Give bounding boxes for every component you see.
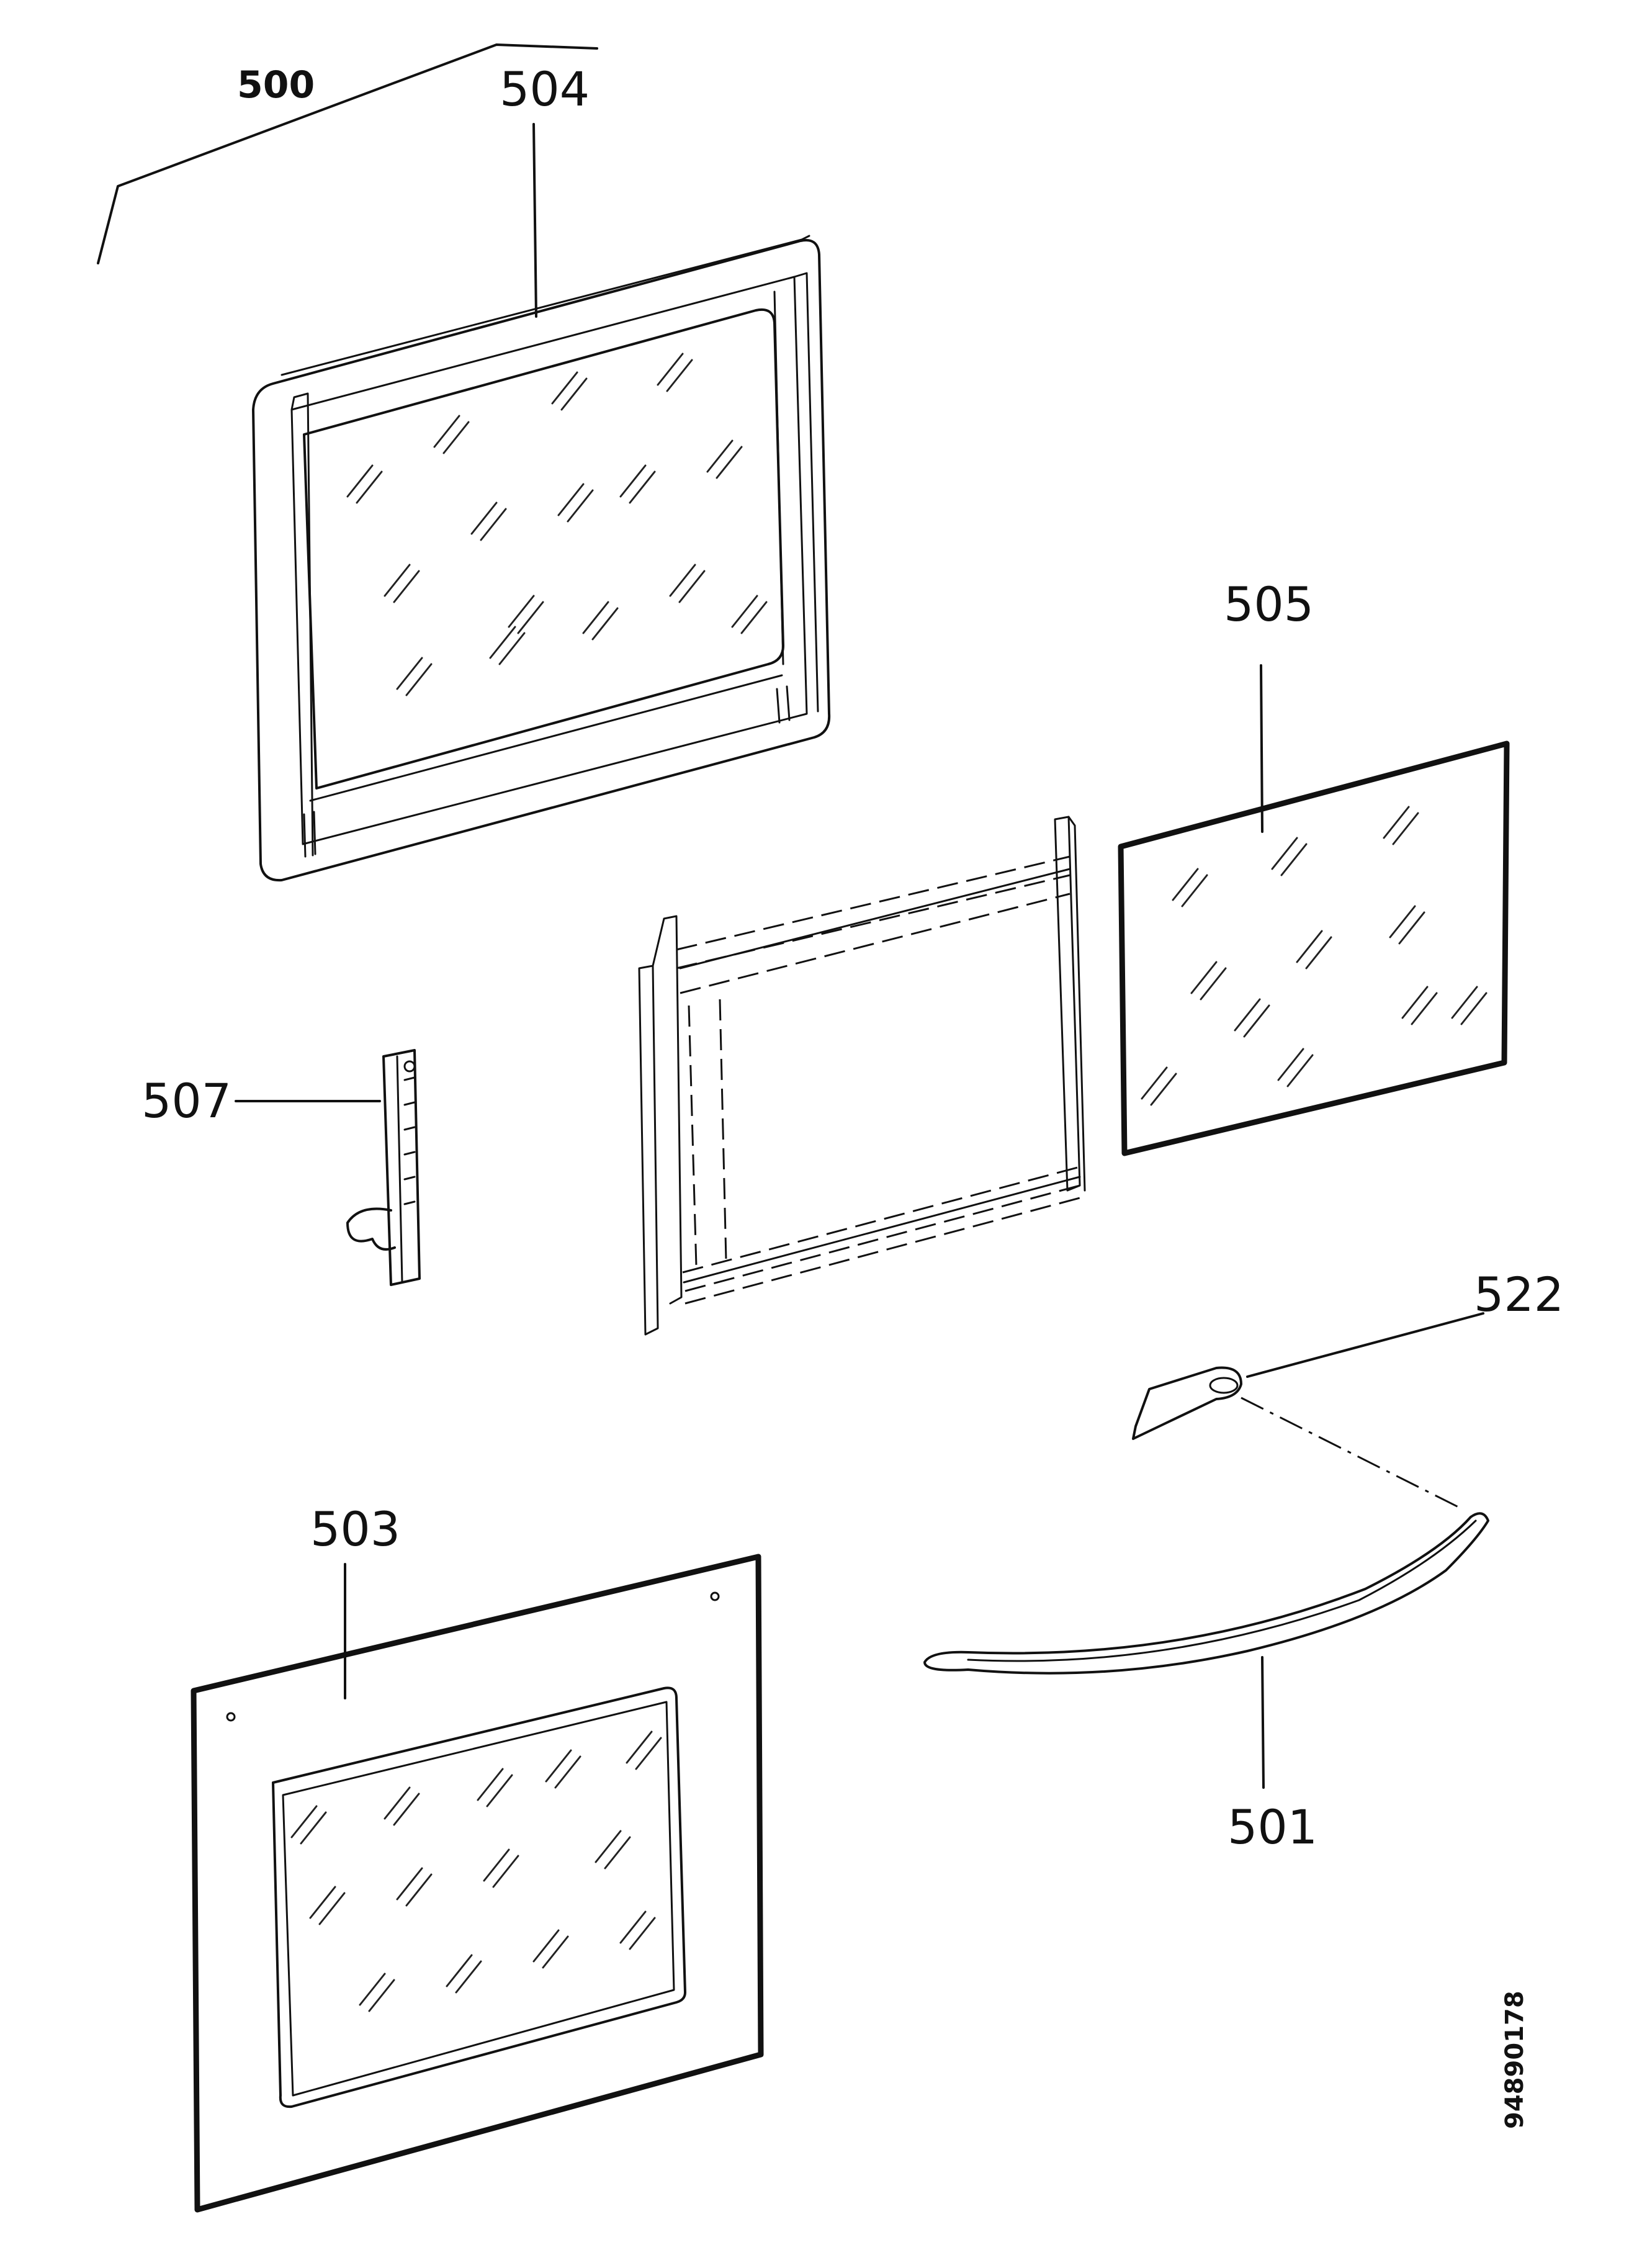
part-501-handle <box>923 1512 1489 1675</box>
label-522: 522 <box>1474 1267 1564 1322</box>
part-504-inner-door <box>252 235 831 882</box>
label-507: 507 <box>141 1073 231 1128</box>
assembly-axis-522-501 <box>1241 1397 1464 1511</box>
document-number: 94890178 <box>1501 1991 1529 2129</box>
label-500: 500 <box>237 63 315 107</box>
leader-501 <box>1261 1656 1265 1789</box>
part-intermediate-frame <box>638 816 1086 1336</box>
part-507-hinge <box>346 1049 421 1286</box>
label-503: 503 <box>310 1501 400 1557</box>
assembly-500-bracket <box>97 43 598 264</box>
label-505: 505 <box>1224 577 1314 632</box>
label-501: 501 <box>1227 1799 1317 1855</box>
leader-505 <box>1260 664 1263 833</box>
part-503-outer-door <box>191 1554 764 2213</box>
part-522-handle-support <box>1132 1366 1242 1440</box>
part-505-glass-panel <box>1118 740 1510 1156</box>
leader-522 <box>1246 1312 1484 1378</box>
label-504: 504 <box>500 61 590 117</box>
leader-504 <box>532 123 537 318</box>
